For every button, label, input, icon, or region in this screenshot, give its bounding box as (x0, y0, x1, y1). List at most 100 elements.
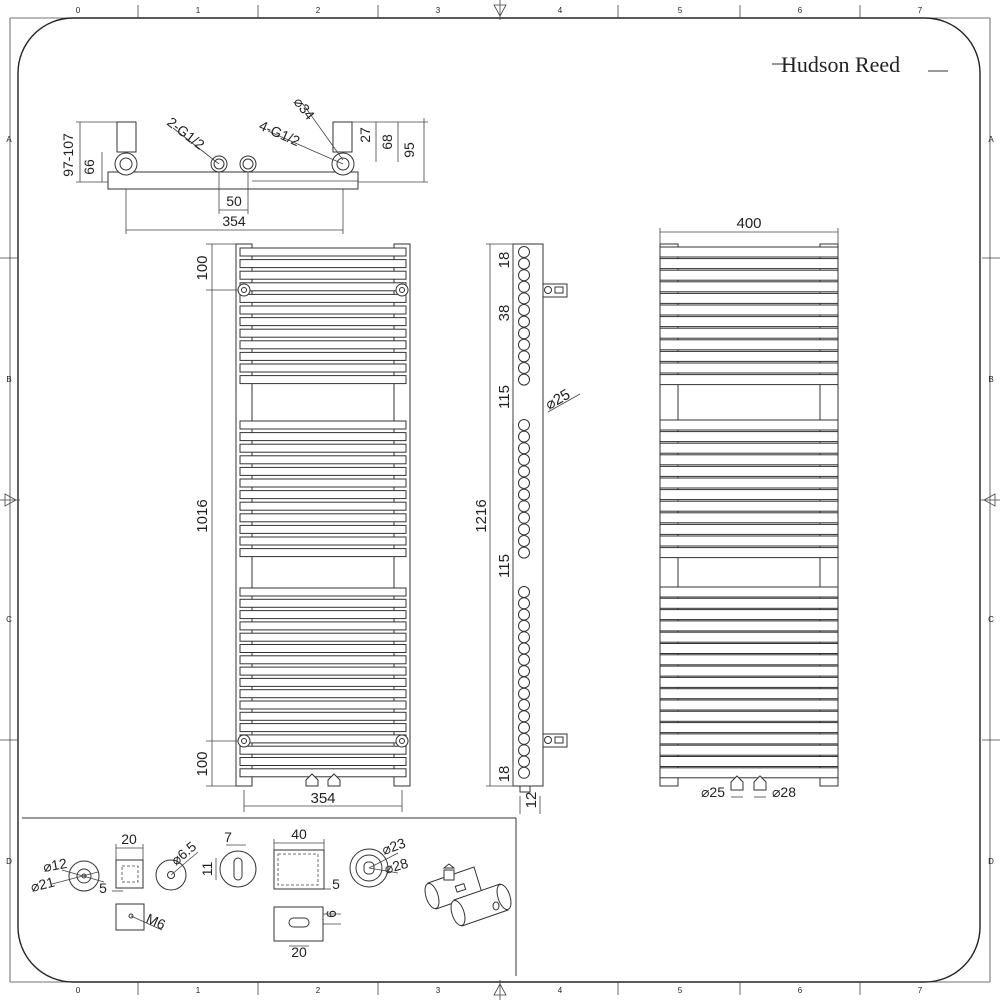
bracket-bottom-left (237, 734, 251, 748)
side-rail-tube (518, 619, 530, 632)
side-rail-tube (518, 315, 530, 328)
dim-12: 12 (523, 792, 540, 809)
side-rail-tube (518, 465, 530, 478)
dim-diameter-25-side: ⌀25 (543, 386, 574, 414)
dim-20-clip: 20 (121, 831, 137, 847)
side-rail-tube (518, 246, 530, 258)
side-rail-tube (518, 419, 530, 431)
front-rail (239, 711, 407, 721)
dim-2-g1-2: 2-G1/2 (164, 114, 208, 153)
dim-100-bottom: 100 (194, 751, 211, 776)
side-rail-tube (518, 653, 530, 666)
column-label-bottom: 6 (798, 986, 803, 995)
front-rail (239, 621, 407, 631)
front-rail (239, 270, 407, 280)
front-rail (239, 455, 407, 465)
detail-nut (115, 903, 145, 931)
side-rail-tubes (518, 246, 530, 779)
front-rail (239, 247, 407, 257)
back-rail (659, 350, 839, 362)
dim-1016: 1016 (194, 499, 211, 532)
front-rail (239, 610, 407, 620)
dim-diameter-34: ⌀34 (291, 94, 319, 123)
dim-18-bottom: 18 (496, 766, 513, 783)
side-rail-tube (518, 257, 530, 270)
back-rail (659, 744, 839, 756)
back-rail (659, 477, 839, 489)
front-rails (239, 247, 407, 778)
side-rail-tube (518, 631, 530, 644)
front-rail (239, 282, 407, 292)
back-rail (659, 733, 839, 745)
column-label-top: 4 (558, 6, 563, 15)
dim-11: 11 (199, 862, 215, 877)
back-rails (659, 246, 839, 779)
side-bracket-top (542, 283, 568, 298)
side-rail-tube (518, 642, 530, 655)
column-label-bottom: 5 (678, 986, 683, 995)
front-rail (239, 466, 407, 476)
back-rail (659, 767, 839, 779)
side-rail-tube (518, 687, 530, 700)
valve-right-body (332, 121, 353, 153)
side-rail-tube (518, 699, 530, 711)
back-rail (659, 631, 839, 643)
back-rail (659, 597, 839, 609)
side-valve-stub (519, 785, 531, 793)
front-rail (239, 513, 407, 523)
front-rail (239, 317, 407, 327)
dim-50: 50 (226, 193, 242, 209)
front-rail (239, 632, 407, 642)
front-rail (239, 677, 407, 687)
side-rail-tube (518, 304, 530, 316)
back-rail (659, 269, 839, 281)
front-rail (239, 644, 407, 653)
dim-100-top: 100 (194, 255, 211, 280)
dim-354-top: 354 (222, 213, 246, 229)
side-rail-tube (518, 766, 530, 779)
front-rail (239, 478, 407, 488)
front-rail (239, 351, 407, 361)
row-label-right: A (988, 135, 994, 144)
detail-valve-isometric (424, 863, 512, 927)
dim-5-clip: 5 (99, 880, 107, 896)
front-rail (239, 745, 407, 755)
dim-m6: M6 (144, 910, 168, 933)
dim-diameter-28-back: ⌀28 (772, 784, 796, 800)
dim-diameter-21-detail: ⌀21 (29, 874, 56, 895)
front-rail (239, 757, 407, 766)
side-rail-tube (518, 269, 530, 282)
back-rail (659, 654, 839, 666)
side-rail-tube (518, 430, 530, 443)
column-label-bottom: 2 (316, 986, 321, 995)
back-rail (659, 722, 839, 734)
back-rail (659, 688, 839, 700)
bracket-top-left (237, 283, 251, 297)
row-label-right: C (988, 615, 994, 624)
detail-clip: 20 5 M6 (99, 831, 168, 933)
back-rail (659, 454, 839, 466)
side-rail-tube (518, 586, 530, 598)
dim-6: 6 (323, 910, 339, 918)
row-label-left: C (6, 615, 12, 624)
front-rail (239, 340, 407, 350)
front-rail (239, 666, 407, 676)
back-rail (659, 489, 839, 501)
side-bracket-bottom (542, 733, 568, 748)
back-rail (659, 362, 839, 374)
radiator-top-bar (107, 171, 359, 190)
side-rail-tube (518, 608, 530, 621)
back-rail (659, 465, 839, 477)
back-rail (659, 316, 839, 328)
side-rail-tube (518, 327, 530, 340)
side-rail-tube (518, 362, 530, 374)
column-label-bottom: 7 (918, 986, 923, 995)
side-rail-tube (518, 373, 530, 386)
front-rail (239, 432, 407, 442)
valve-connector-right (327, 773, 341, 787)
dim-5-bracket: 5 (332, 876, 340, 892)
row-label-left: D (6, 857, 12, 866)
back-rail (659, 665, 839, 677)
dim-20-bracket: 20 (291, 944, 307, 960)
